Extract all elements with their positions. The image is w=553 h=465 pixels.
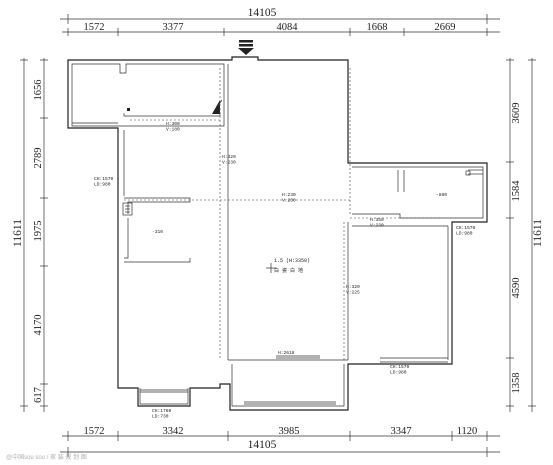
bottom-dim-1: 1572	[84, 426, 105, 437]
top-dimension-chain: 14105 1572 3377 4084 1668 2669	[60, 7, 500, 36]
left-dim-5: 617	[33, 387, 44, 403]
right-dim-3: 4590	[511, 278, 522, 299]
right-total-label: 11611	[532, 219, 544, 247]
exterior-walls	[67, 56, 488, 411]
left-dim-4: 4170	[33, 315, 44, 336]
annotation-label: H:2618	[278, 350, 295, 356]
right-dim-1: 3609	[511, 103, 522, 124]
interior-walls	[122, 64, 484, 407]
left-dim-3: 1975	[33, 221, 44, 242]
right-dim-2: 1584	[511, 180, 522, 202]
top-dim-5: 2669	[435, 22, 456, 33]
ceiling-dashed-lines	[124, 68, 440, 360]
bottom-dim-5: 1120	[457, 426, 478, 437]
top-dim-3: 4084	[277, 22, 299, 33]
entrance-arrow-icon	[238, 40, 254, 55]
annotation-label: -880	[436, 192, 447, 198]
floor-label: 白 瓷 白 地	[274, 267, 303, 274]
left-dim-2: 2789	[33, 148, 44, 169]
bottom-dim-2: 3342	[163, 426, 184, 437]
room-marker-icon	[465, 170, 471, 176]
left-total-label: 11611	[12, 219, 24, 247]
bottom-dim-3: 3985	[279, 426, 300, 437]
watermark: @中国sou sou / 家 装 规 划 图	[6, 453, 87, 461]
top-dim-1: 1572	[84, 22, 105, 33]
right-dim-4: 1358	[511, 373, 522, 394]
ceiling-height-label: 1.5 (H:3350)	[274, 258, 310, 264]
top-dim-4: 1668	[367, 22, 388, 33]
left-dim-1: 1656	[33, 80, 44, 101]
top-total-label: 14105	[248, 7, 277, 19]
bottom-dimension-chain: 1572 3342 3985 3347 1120 14105	[60, 426, 500, 457]
bottom-dim-4: 3347	[391, 426, 412, 437]
left-dimension-chain: 11611 1656 2789 1975 4170 617	[12, 58, 48, 412]
bottom-total-label: 14105	[248, 439, 277, 451]
top-dim-2: 3377	[163, 22, 184, 33]
annotation-label: -310	[152, 229, 163, 235]
right-dimension-chain: 3609 1584 4590 1358 11611	[506, 58, 544, 412]
ceiling-height-marker: 1.5 (H:3350) 白 瓷 白 地	[266, 258, 310, 274]
